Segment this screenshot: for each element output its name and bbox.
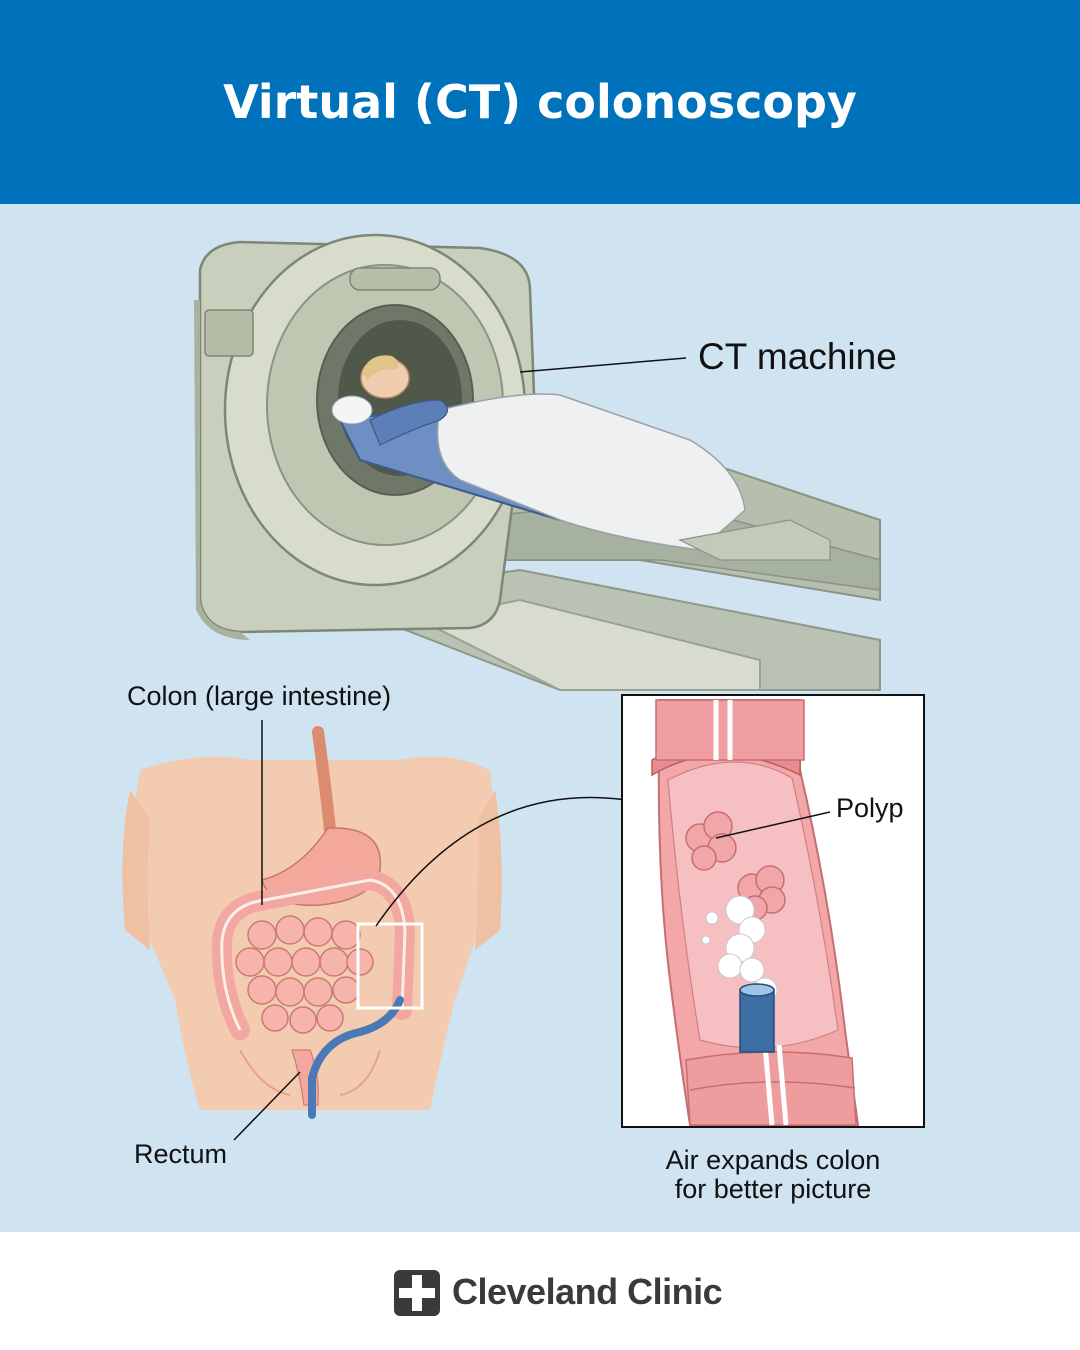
- ct-machine-illustration: [194, 233, 881, 691]
- air-caption-line2: for better picture: [674, 1174, 872, 1204]
- rectum-leader-line: [233, 1071, 301, 1141]
- logo-wordmark: Cleveland Clinic: [452, 1271, 723, 1312]
- polyp-leader-line: [715, 811, 831, 839]
- colon-inset: [621, 694, 925, 1128]
- zoom-region-box: [356, 922, 424, 1010]
- air-caption: Air expands colon for better picture: [622, 1146, 924, 1204]
- polyp-label: Polyp: [836, 793, 904, 823]
- footer: [0, 1232, 1080, 1350]
- rectum-label: Rectum: [134, 1139, 228, 1169]
- cleveland-clinic-logo-mark: [394, 1270, 440, 1316]
- ct-machine-label: CT machine: [698, 336, 897, 377]
- air-caption-line1: Air expands colon: [665, 1145, 881, 1175]
- page-title: Virtual (CT) colonoscopy: [223, 75, 857, 129]
- torso-illustration: [122, 726, 502, 1119]
- ct-leader-line: [519, 357, 687, 373]
- colon-label: Colon (large intestine): [127, 681, 392, 711]
- header-banner: Virtual (CT) colonoscopy: [0, 0, 1080, 204]
